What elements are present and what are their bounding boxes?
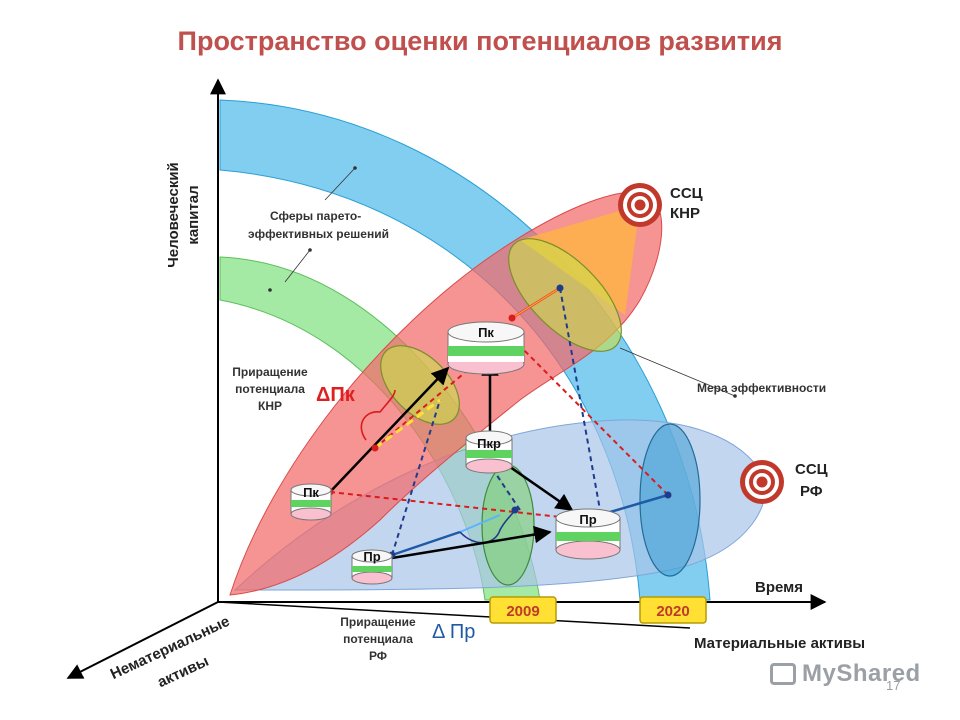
note-spheres-1: Сферы парето- <box>270 209 361 223</box>
axis-label-human-capital-1: Человеческий <box>165 162 182 268</box>
target-knr-icon <box>618 183 662 227</box>
target-rf-label-2: РФ <box>800 483 823 500</box>
disk-pk-low: Пк <box>290 483 332 521</box>
watermark-icon <box>770 663 796 685</box>
pointer-dot-3 <box>308 248 312 252</box>
note-rf-increment-1: Приращение <box>340 615 416 629</box>
disk-label-pk-top: Пк <box>478 325 494 340</box>
note-knr-increment-1: Приращение <box>232 365 308 379</box>
efficiency-ellipse-4 <box>639 423 701 577</box>
pointer-spheres-1 <box>324 167 356 201</box>
watermark-text: MyShared <box>802 660 921 687</box>
arrow-pr-to-pr <box>391 525 552 560</box>
disk-label-pr-low: Пр <box>363 549 380 564</box>
efficiency-ellipse-1 <box>380 345 460 425</box>
note-efficiency: Мера эффективности <box>697 381 826 395</box>
arrow-pkr-to-pr <box>499 458 574 512</box>
axis-material-assets <box>217 601 691 629</box>
point-blue-4 <box>511 506 519 514</box>
solid-orange-top <box>511 287 561 319</box>
axis-intangible-assets <box>66 601 219 679</box>
disk-label-pkr: Пкр <box>477 436 501 451</box>
note-knr-increment-2: потенциала <box>235 382 305 396</box>
year-box-2009 <box>489 596 557 624</box>
label-delta-pr: Δ Пр <box>432 621 475 643</box>
target-rf-icon <box>740 460 784 504</box>
axis-label-human-capital-2: капитал <box>185 185 202 244</box>
efficiency-ellipse-2 <box>508 238 622 352</box>
year-label-2009: 2009 <box>506 603 539 620</box>
disk-pr-right: Пр <box>555 508 621 560</box>
solid-lightblue-low <box>459 514 501 533</box>
dashed-yellow <box>374 398 441 450</box>
brace-rf <box>459 509 516 544</box>
disk-pk-top: Пк <box>447 321 525 375</box>
disk-label-pk-low: Пк <box>303 485 319 500</box>
point-blue-3 <box>664 491 672 499</box>
brace-knr <box>360 389 396 441</box>
pointer-dot-4 <box>733 394 737 398</box>
pointer-efficiency <box>619 347 736 397</box>
axis-label-time: Время <box>755 579 803 596</box>
dashed-red-2 <box>511 337 669 496</box>
dashed-red-1 <box>329 491 589 521</box>
knr-cone <box>520 205 640 315</box>
efficiency-ellipse-3 <box>481 464 535 586</box>
dashed-blue-2 <box>559 287 601 511</box>
dashed-red-3 <box>374 332 513 449</box>
note-rf-increment-2: потенциала <box>343 632 413 646</box>
year-label-2020: 2020 <box>656 603 689 620</box>
note-rf-increment-3: РФ <box>369 649 387 663</box>
note-knr-increment-3: КНР <box>258 399 282 413</box>
axis-label-material-assets: Материальные активы <box>694 635 865 652</box>
point-red-2 <box>371 444 379 452</box>
disk-pkr: Пкр <box>465 430 513 474</box>
point-blue-2 <box>556 284 564 292</box>
disk-pr-low: Пр <box>351 549 393 585</box>
arrow-pk-to-pk <box>329 366 450 493</box>
note-spheres-2: эффективных решений <box>248 227 389 241</box>
target-knr-label-2: КНР <box>670 205 700 222</box>
point-red-3 <box>508 314 516 322</box>
pointer-spheres-2 <box>284 249 311 283</box>
year-box-2020 <box>639 596 707 624</box>
solid-blue-low <box>391 530 461 557</box>
label-delta-pk: ΔПк <box>316 384 356 406</box>
page-number: 17 <box>886 678 901 693</box>
dashed-blue-1 <box>391 399 441 556</box>
watermark-logo: MyShared <box>770 660 921 688</box>
target-knr-label-1: ССЦ <box>670 185 703 202</box>
disk-label-pr-right: Пр <box>579 512 596 527</box>
target-rf-label-1: ССЦ <box>795 461 828 478</box>
pointer-dot-2 <box>268 288 272 292</box>
pointer-dot-1 <box>353 166 357 170</box>
slide-title: Пространство оценки потенциалов развития <box>177 26 783 56</box>
